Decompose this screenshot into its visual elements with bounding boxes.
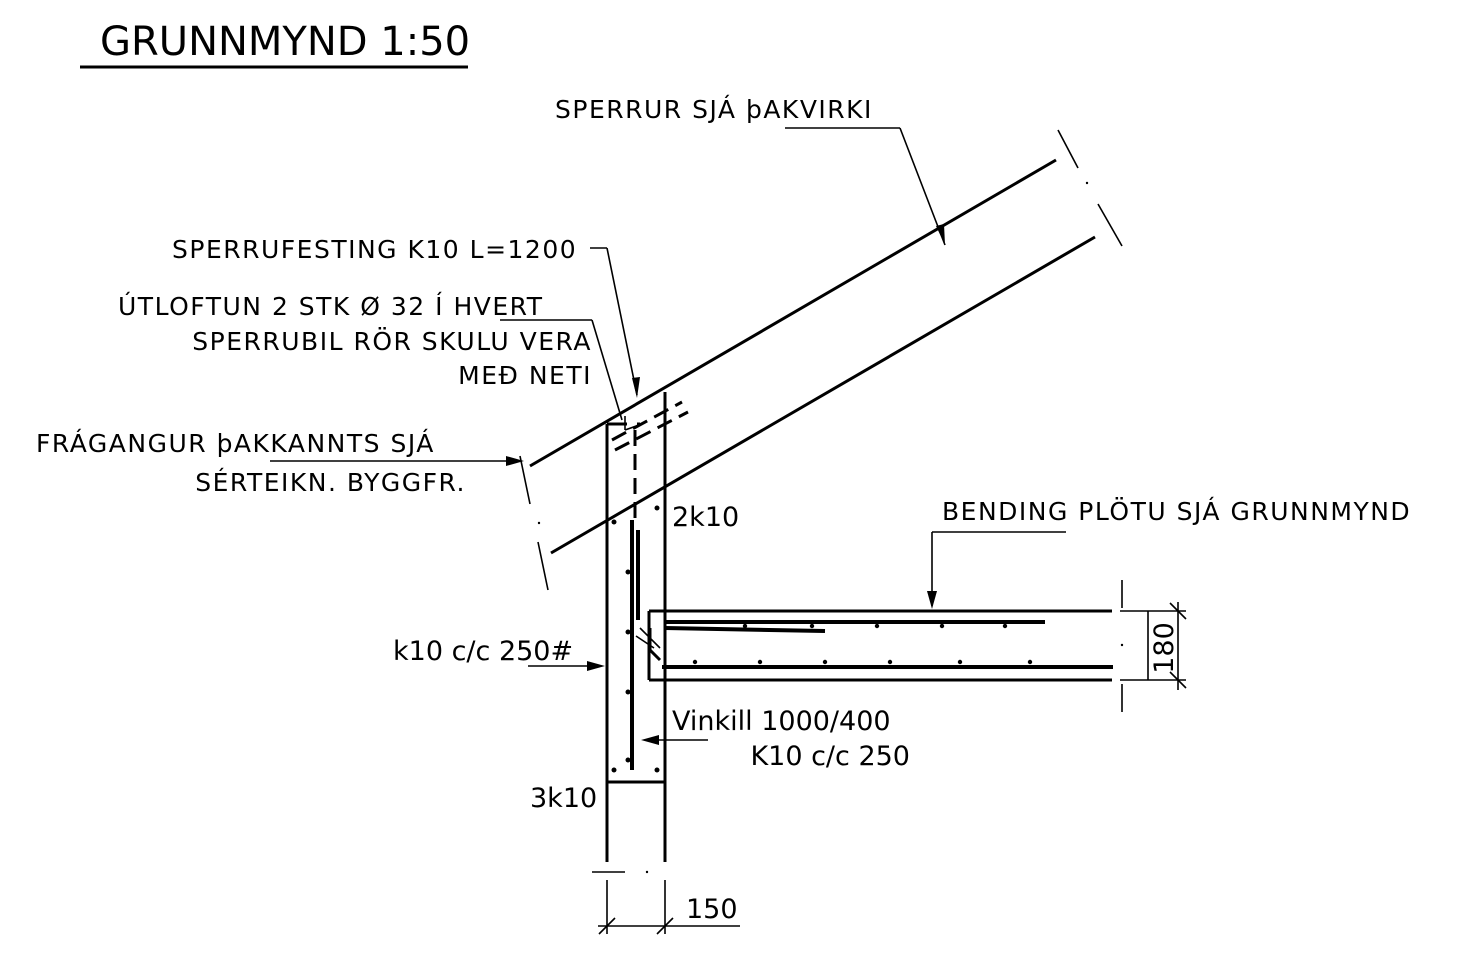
label-ventilation-line1: ÚTLOFTUN 2 STK Ø 32 Í HVERT <box>118 291 544 321</box>
label-ventilation-line2: SPERRUBIL RÖR SKULU VERA <box>192 327 592 356</box>
wall-thickness-dimension: 150 <box>592 870 740 935</box>
label-angle-bar-line2: K10 c/c 250 <box>750 741 910 772</box>
leader-ventilation <box>500 319 623 421</box>
label-bottom-bars: 3k10 <box>530 783 597 814</box>
leader-angle-bar <box>641 735 708 745</box>
drawing-title: GRUNNMYND 1:50 <box>100 19 470 65</box>
leader-eaves <box>270 456 524 466</box>
label-wall-stirrups: k10 c/c 250# <box>393 636 573 667</box>
label-eaves-line1: FRÁGANGUR þAKKANNTS SJÁ <box>36 429 435 458</box>
wall <box>605 392 667 862</box>
leader-slab-reinforcement <box>927 531 1066 609</box>
leader-rafters <box>785 127 946 246</box>
label-rafter-fixing: SPERRUFESTING K10 L=1200 <box>172 235 577 264</box>
slab-thickness-dimension: 180 <box>1120 602 1187 690</box>
label-rafters: SPERRUR SJÁ þAKVIRKI <box>555 95 873 124</box>
label-slab-reinforcement: BENDING PLÖTU SJÁ GRUNNMYND <box>942 497 1411 526</box>
label-ventilation-line3: MEÐ NETI <box>458 361 592 390</box>
rafter-fixing <box>611 400 689 452</box>
wall-thickness-label: 150 <box>686 894 738 925</box>
label-eaves-line2: SÉRTEIKN. BYGGFR. <box>195 468 466 497</box>
label-angle-bar-line1: Vinkill 1000/400 <box>672 706 891 737</box>
leader-wall-stirrups <box>528 661 605 671</box>
slab-thickness-label: 180 <box>1149 622 1180 674</box>
leader-rafter-fixing <box>590 247 640 398</box>
label-top-bars: 2k10 <box>672 502 739 533</box>
rafters <box>519 129 1123 591</box>
slab <box>635 580 1124 712</box>
